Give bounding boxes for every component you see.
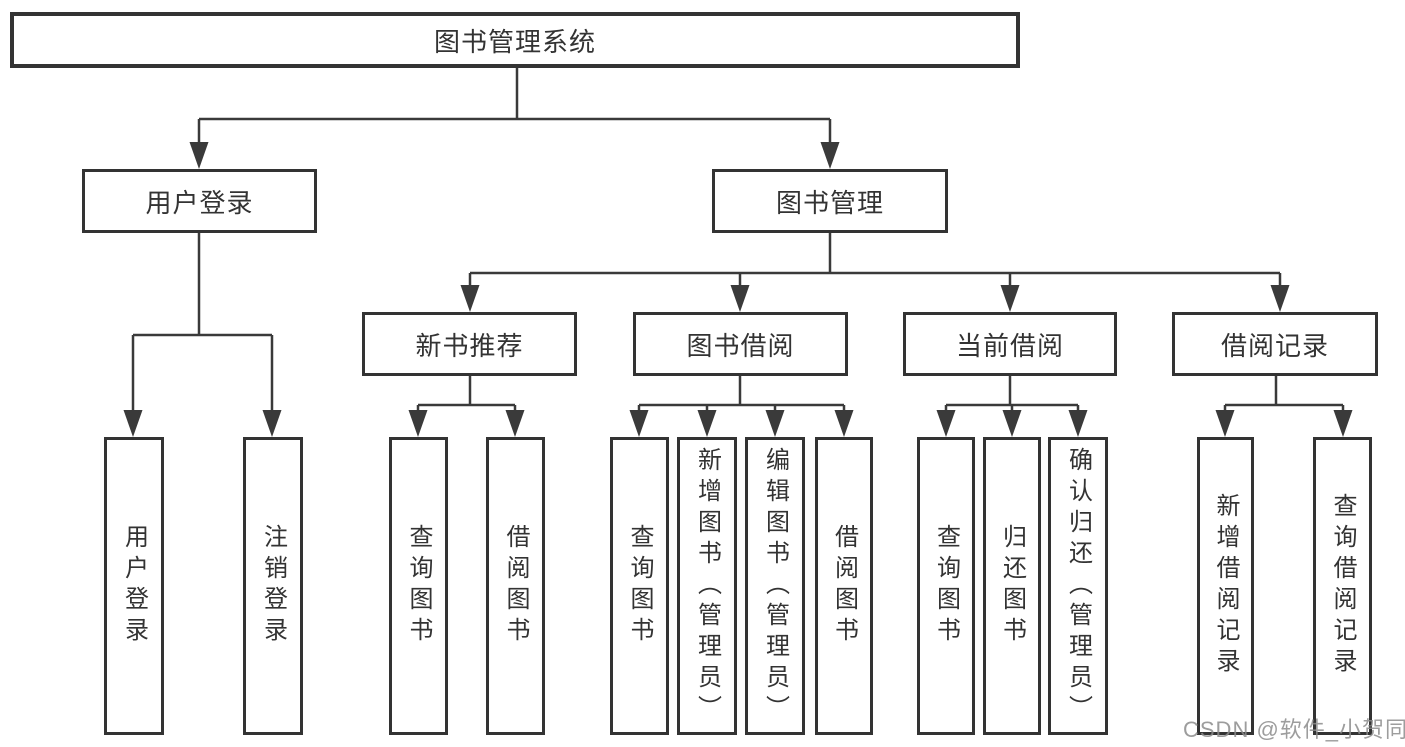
node-user-login: 用户登录	[82, 169, 317, 233]
node-leaf-query-borrow-record: 查询借阅记录	[1313, 437, 1372, 735]
connector-new-books-group	[416, 376, 517, 418]
arrow-icon	[834, 410, 854, 437]
node-leaf-query-books-2: 查询图书	[610, 437, 669, 735]
node-borrow-records: 借阅记录	[1172, 312, 1378, 376]
node-leaf-confirm-return-admin: 确认归还（管理员）	[1048, 437, 1108, 735]
arrow-icon	[1068, 410, 1088, 437]
node-leaf-borrow-books-1: 借阅图书	[486, 437, 545, 735]
node-leaf-query-books-1: 查询图书	[389, 437, 448, 735]
node-leaf-add-borrow-record: 新增借阅记录	[1197, 437, 1254, 735]
node-book-mgmt: 图书管理	[712, 169, 948, 233]
arrow-icon	[408, 410, 428, 437]
node-system-root: 图书管理系统	[10, 12, 1020, 68]
connector-root	[197, 68, 832, 150]
arrow-icon	[262, 410, 282, 437]
arrow-icon	[189, 142, 209, 169]
node-leaf-return-books: 归还图书	[983, 437, 1041, 735]
arrow-icon	[629, 410, 649, 437]
node-new-books: 新书推荐	[362, 312, 577, 376]
node-leaf-user-login: 用户登录	[104, 437, 164, 735]
node-current-borrow: 当前借阅	[903, 312, 1117, 376]
arrow-icon	[1002, 410, 1022, 437]
arrow-icon	[765, 410, 785, 437]
arrow-icon	[1000, 285, 1020, 312]
arrow-icon	[1333, 410, 1353, 437]
csdn-watermark: CSDN @软件_小贺同学	[1183, 717, 1405, 742]
node-leaf-logout: 注销登录	[243, 437, 303, 735]
connector-borrow-records-group	[1223, 376, 1345, 418]
arrow-icon	[505, 410, 525, 437]
node-leaf-borrow-books-2: 借阅图书	[815, 437, 873, 735]
connector-book-borrow-group	[637, 376, 846, 418]
node-leaf-query-books-3: 查询图书	[917, 437, 975, 735]
arrow-icon	[123, 410, 143, 437]
node-book-borrow: 图书借阅	[633, 312, 848, 376]
arrow-icon	[460, 285, 480, 312]
connector-book-mgmt-group	[468, 233, 1282, 293]
arrow-icon	[820, 142, 840, 169]
connector-user-login-group	[131, 233, 274, 418]
arrow-icon	[697, 410, 717, 437]
node-leaf-edit-books-admin: 编辑图书（管理员）	[745, 437, 805, 735]
arrow-icon	[936, 410, 956, 437]
arrow-icon	[1215, 410, 1235, 437]
arrow-icon	[1270, 285, 1290, 312]
node-leaf-add-books-admin: 新增图书（管理员）	[677, 437, 737, 735]
arrow-icon	[730, 285, 750, 312]
